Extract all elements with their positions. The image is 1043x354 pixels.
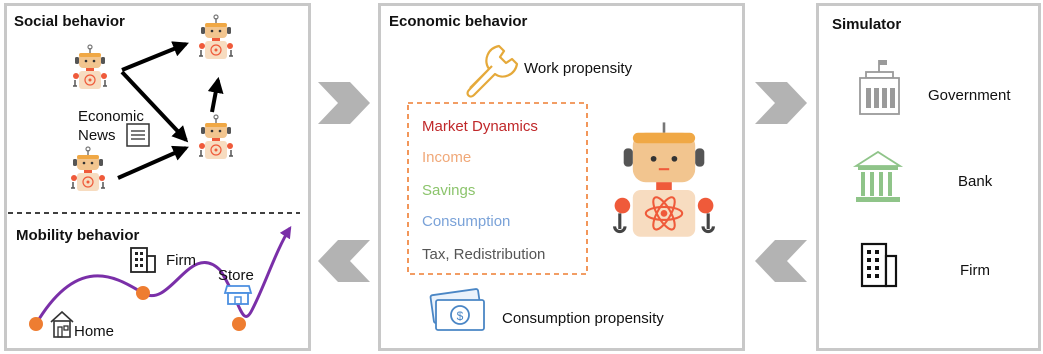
- chevron-left-icon: [755, 240, 807, 282]
- bank-label: Bank: [958, 173, 993, 190]
- chevron-right-icon: [755, 82, 807, 124]
- economic-agent-robot-icon: [613, 122, 715, 237]
- simulator-panel: [816, 3, 1041, 351]
- svg-text:$: $: [457, 309, 464, 323]
- firm-sim-label: Firm: [960, 262, 990, 279]
- social-arrow: [120, 70, 189, 143]
- chevron-right-icon: [318, 82, 370, 124]
- social-arrow: [121, 41, 189, 72]
- money-icon: $: [429, 288, 485, 331]
- social-behavior-title: Social behavior: [14, 13, 125, 30]
- work-propensity-label: Work propensity: [524, 60, 633, 77]
- store-dot: [232, 317, 246, 331]
- news-label-line2: News: [78, 127, 116, 144]
- mobility-behavior-title: Mobility behavior: [16, 227, 140, 244]
- news-icon: [126, 123, 150, 147]
- chevron-left-icon: [318, 240, 370, 282]
- home-label: Home: [74, 323, 115, 340]
- consumption-propensity-label: Consumption propensity: [502, 310, 664, 327]
- simulator-title: Simulator: [832, 16, 902, 33]
- firm-dot: [136, 286, 150, 300]
- economic-behavior-title: Economic behavior: [389, 13, 528, 30]
- bank-icon: [852, 150, 904, 202]
- mobility-path: [34, 225, 292, 325]
- factor-savings: Savings: [422, 182, 476, 199]
- store-icon: [223, 285, 253, 305]
- factor-income: Income: [422, 149, 472, 166]
- factors-box: [407, 102, 588, 275]
- government-icon: [859, 60, 900, 115]
- home-dot: [29, 317, 43, 331]
- firm-label: Firm: [166, 252, 196, 269]
- social-arrow: [207, 76, 224, 113]
- wrench-icon: [466, 44, 519, 98]
- home-icon: [50, 310, 74, 338]
- government-label: Government: [928, 87, 1011, 104]
- store-label: Store: [218, 267, 254, 284]
- building-icon: [130, 247, 156, 273]
- factor-consumption: Consumption: [422, 213, 511, 230]
- social-arrow: [117, 145, 189, 180]
- factor-tax-redistribution: Tax, Redistribution: [422, 246, 546, 263]
- firm-building-icon: [860, 242, 898, 288]
- factor-market-dynamics: Market Dynamics: [422, 118, 538, 135]
- news-label-line1: Economic: [78, 108, 144, 125]
